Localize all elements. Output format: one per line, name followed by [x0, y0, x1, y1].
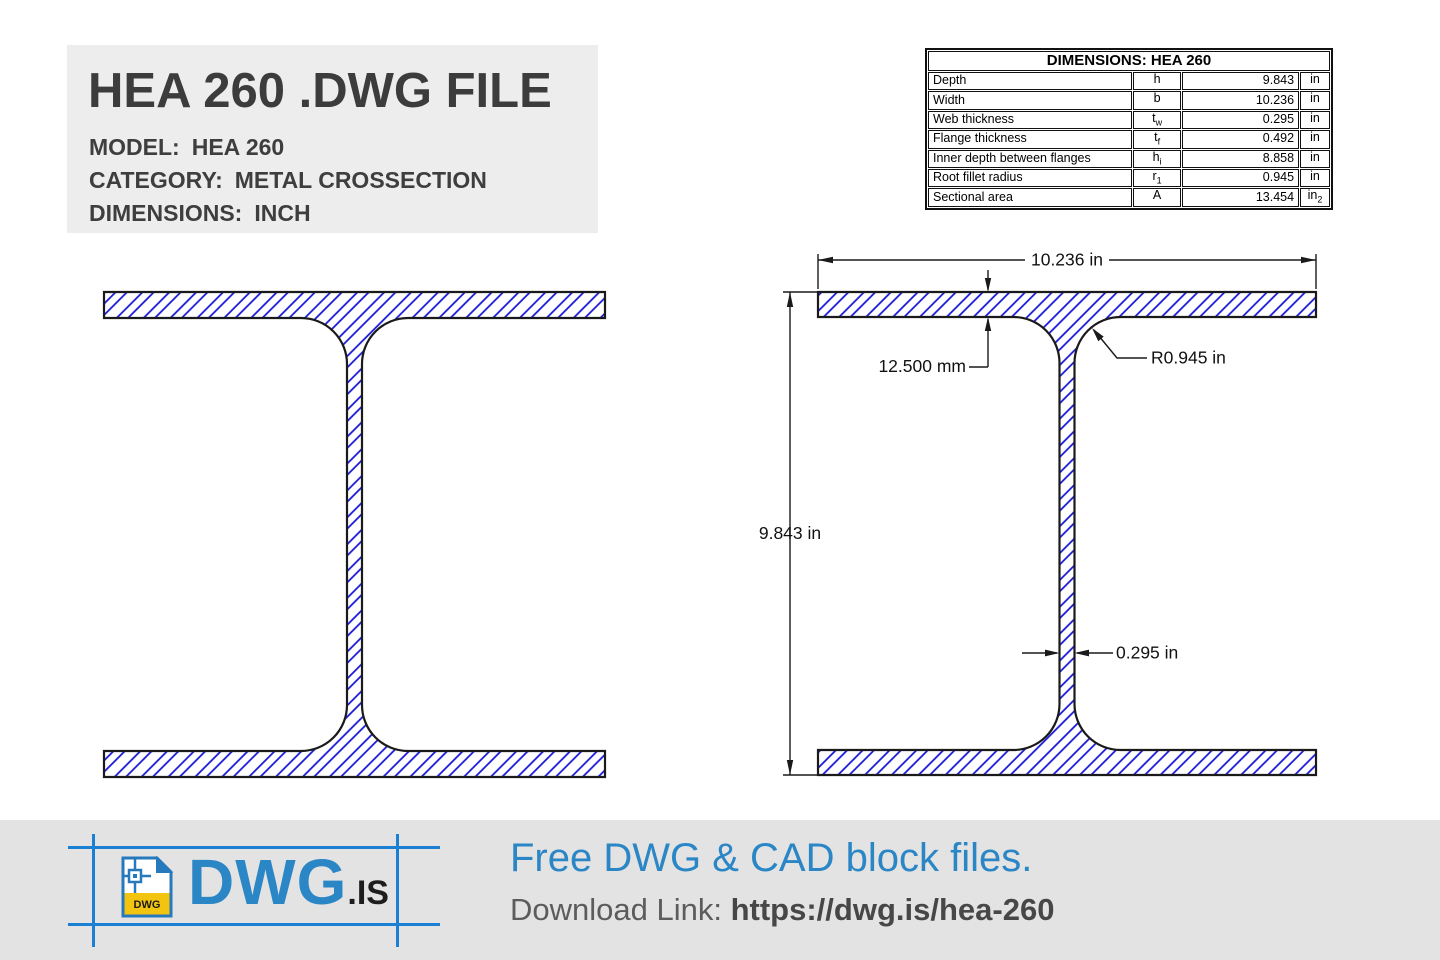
arrowhead — [786, 760, 794, 775]
arrowhead — [984, 317, 992, 331]
table-row: Flange thickness tf 0.492 in — [928, 130, 1330, 149]
dimension-label-flange-thickness: 12.500 mm — [878, 356, 966, 376]
table-row: Web thickness tw 0.295 in — [928, 110, 1330, 130]
row-unit: in — [1300, 130, 1330, 149]
dwg-file-icon: DWG — [121, 856, 173, 918]
ibeam-drawing-dimensioned: 10.236 in 9.843 in 12.500 mm R0.945 in — [759, 250, 1318, 777]
row-symbol: b — [1133, 91, 1181, 110]
meta-dimensions: DIMENSIONS: INCH — [89, 197, 598, 230]
row-property: Sectional area — [928, 188, 1133, 207]
download-line: Download Link: https://dwg.is/hea-260 — [510, 892, 1054, 928]
meta-dimensions-label: DIMENSIONS: — [89, 200, 243, 226]
row-symbol: r1 — [1133, 168, 1181, 188]
row-unit: in — [1300, 110, 1330, 130]
meta-model-label: MODEL: — [89, 134, 180, 160]
logo-frame-line-top — [68, 846, 440, 849]
row-symbol: h — [1133, 72, 1181, 91]
row-unit: in — [1300, 149, 1330, 168]
ibeam-section-shape — [816, 290, 1318, 777]
dimensions-table-title: DIMENSIONS: HEA 260 — [928, 51, 1330, 71]
row-value: 0.492 — [1181, 130, 1300, 149]
meta-category-value: METAL CROSSECTION — [234, 167, 487, 193]
row-unit: in — [1300, 91, 1330, 110]
row-symbol: hi — [1133, 149, 1181, 168]
row-property: Width — [928, 91, 1133, 110]
dimension-root-fillet — [1093, 329, 1147, 359]
dimension-height — [783, 291, 821, 776]
row-unit: in — [1300, 168, 1330, 188]
row-unit: in2 — [1300, 188, 1330, 207]
logo-frame-line-left — [92, 834, 95, 947]
title-box: HEA 260 .DWG FILE MODEL: HEA 260 CATEGORY… — [67, 45, 598, 233]
footer-texts: Free DWG & CAD block files. Download Lin… — [510, 836, 1054, 928]
ibeam-section-shape — [102, 290, 607, 779]
download-url-link[interactable]: https://dwg.is/hea-260 — [730, 892, 1055, 927]
meta-model-value: HEA 260 — [191, 134, 285, 160]
brand-suffix-text: .IS — [347, 874, 389, 912]
row-symbol: tf — [1133, 130, 1181, 149]
row-symbol: A — [1133, 188, 1181, 207]
row-value: 10.236 — [1181, 91, 1300, 110]
download-label: Download Link: — [510, 892, 722, 927]
logo-frame-line-bottom — [68, 923, 440, 926]
logo-frame-line-right — [396, 834, 399, 947]
meta-model: MODEL: HEA 260 — [89, 131, 598, 164]
row-value: 0.945 — [1181, 168, 1300, 188]
row-property: Depth — [928, 72, 1133, 91]
meta-lines: MODEL: HEA 260 CATEGORY: METAL CROSSECTION… — [89, 131, 598, 230]
table-row: Inner depth between flanges hi 8.858 in — [928, 149, 1330, 168]
brand-text: DWG — [188, 846, 348, 918]
arrowhead — [1074, 649, 1089, 657]
dimension-label-height: 9.843 in — [759, 523, 821, 543]
meta-dimensions-value: INCH — [254, 200, 311, 226]
row-unit: in — [1300, 72, 1330, 91]
page-title: HEA 260 .DWG FILE — [88, 64, 552, 118]
row-value: 0.295 — [1181, 110, 1300, 130]
row-property: Web thickness — [928, 110, 1133, 130]
dimension-label-web-thickness: 0.295 in — [1116, 643, 1178, 663]
brand-logo: DWG.IS — [188, 850, 389, 925]
table-row: Sectional area A 13.454 in2 — [928, 188, 1330, 207]
dimension-flange-thickness — [969, 270, 989, 368]
dwg-icon-label: DWG — [134, 899, 161, 911]
arrowhead — [786, 292, 794, 307]
arrowhead — [818, 256, 833, 264]
row-property: Flange thickness — [928, 130, 1133, 149]
arrowhead — [984, 278, 992, 292]
table-row: Root fillet radius r1 0.945 in — [928, 168, 1330, 188]
table-row: Width b 10.236 in — [928, 91, 1330, 110]
row-value: 9.843 — [1181, 72, 1300, 91]
row-value: 8.858 — [1181, 149, 1300, 168]
row-property: Root fillet radius — [928, 168, 1133, 188]
arrowhead — [1045, 649, 1060, 657]
meta-category-label: CATEGORY: — [89, 167, 223, 193]
dimensions-table: DIMENSIONS: HEA 260 Depth h 9.843 in Wid… — [925, 48, 1333, 210]
row-value: 13.454 — [1181, 188, 1300, 207]
dimension-width — [817, 254, 1317, 289]
dimension-label-root-fillet: R0.945 in — [1151, 348, 1226, 368]
arrowhead — [1301, 256, 1316, 264]
table-row: Depth h 9.843 in — [928, 72, 1330, 91]
footer: DWG DWG.IS Free DWG & CAD block files. D… — [0, 820, 1440, 960]
ibeam-drawing-plain — [102, 290, 607, 779]
row-property: Inner depth between flanges — [928, 149, 1133, 168]
tagline: Free DWG & CAD block files. — [510, 836, 1033, 880]
arrowhead — [1092, 328, 1104, 342]
row-symbol: tw — [1133, 110, 1181, 130]
meta-category: CATEGORY: METAL CROSSECTION — [89, 164, 598, 197]
dimension-label-width: 10.236 in — [1031, 250, 1103, 270]
